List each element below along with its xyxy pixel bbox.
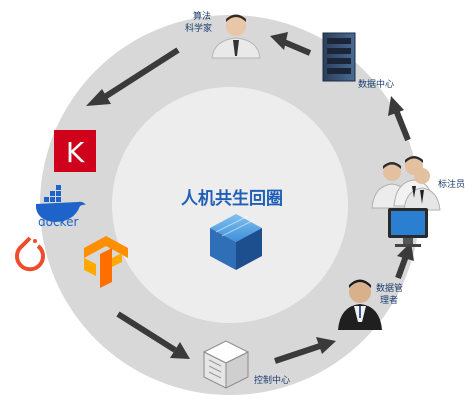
arrow-scientist-to-models [98,47,180,103]
scientist-person-icon [211,14,261,59]
docker-label: docker [38,215,79,229]
control-center-box-icon [202,340,250,389]
scientist-label-line2: 科学家 [185,24,213,34]
arrow-control-to-manager [274,343,321,364]
inner-disc [112,87,348,323]
arrow-models-to-control-head [170,342,190,359]
scientist-label-line1: 算法 [193,12,212,22]
arrow-models-to-control [116,311,177,353]
docker-whale-icon [36,185,86,222]
flow-arrows [86,32,414,364]
data-center-server-icon [322,32,356,82]
data-manager-label-line2: 理者 [380,296,399,306]
monitor-icon [388,208,428,247]
tensorflow-logo-icon [84,236,128,288]
data-center-label: 数据中心 [358,80,395,90]
arrow-control-to-manager-head [316,337,336,354]
arrow-manager-to-monitor [395,254,409,280]
keras-logo-icon: K [54,130,96,172]
arrow-scientist-to-models-head [86,89,111,106]
arrow-datacenter-to-scientist-head [270,32,288,50]
data-manager-person-icon [338,279,382,330]
pytorch-logo-icon [15,236,45,272]
arrow-datacenter-to-scientist [282,39,312,56]
control-center-label: 控制中心 [254,376,291,386]
annotators-people-icon [371,156,441,211]
center-title: 人机共生回圈 [181,189,283,209]
center-cube-icon [210,214,262,270]
keras-letter: K [66,136,85,169]
arrow-annotators-to-datacenter-head [388,96,404,116]
data-manager-label-line1: 数据管 [376,284,404,294]
arrow-annotators-to-datacenter [393,108,411,142]
annotators-label: 标注员 [438,180,466,190]
